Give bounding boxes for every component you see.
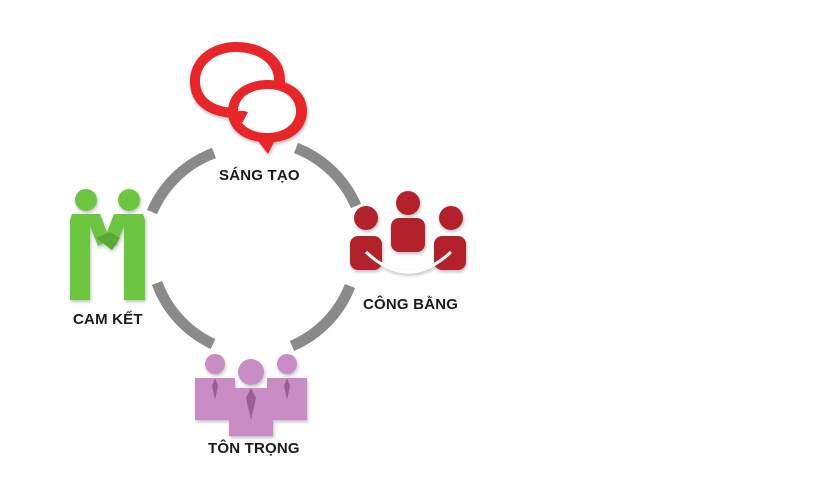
label-creativity: SÁNG TẠO (219, 167, 300, 184)
speech-bubbles-icon (190, 42, 307, 154)
ring-arc-bottom-left (151, 280, 216, 349)
handshake-icon (70, 189, 145, 300)
ring-arc-bottom-right (289, 283, 356, 352)
ring-arc-top-left (146, 147, 217, 215)
label-commitment: CAM KẾT (73, 311, 143, 328)
team-group-icon (350, 191, 466, 274)
label-fairness: CÔNG BẰNG (363, 296, 459, 313)
ring-arc-top-right (293, 142, 362, 209)
cycle-ring (146, 142, 362, 352)
business-people-icon (195, 354, 307, 436)
label-respect: TÔN TRỌNG (208, 440, 300, 457)
